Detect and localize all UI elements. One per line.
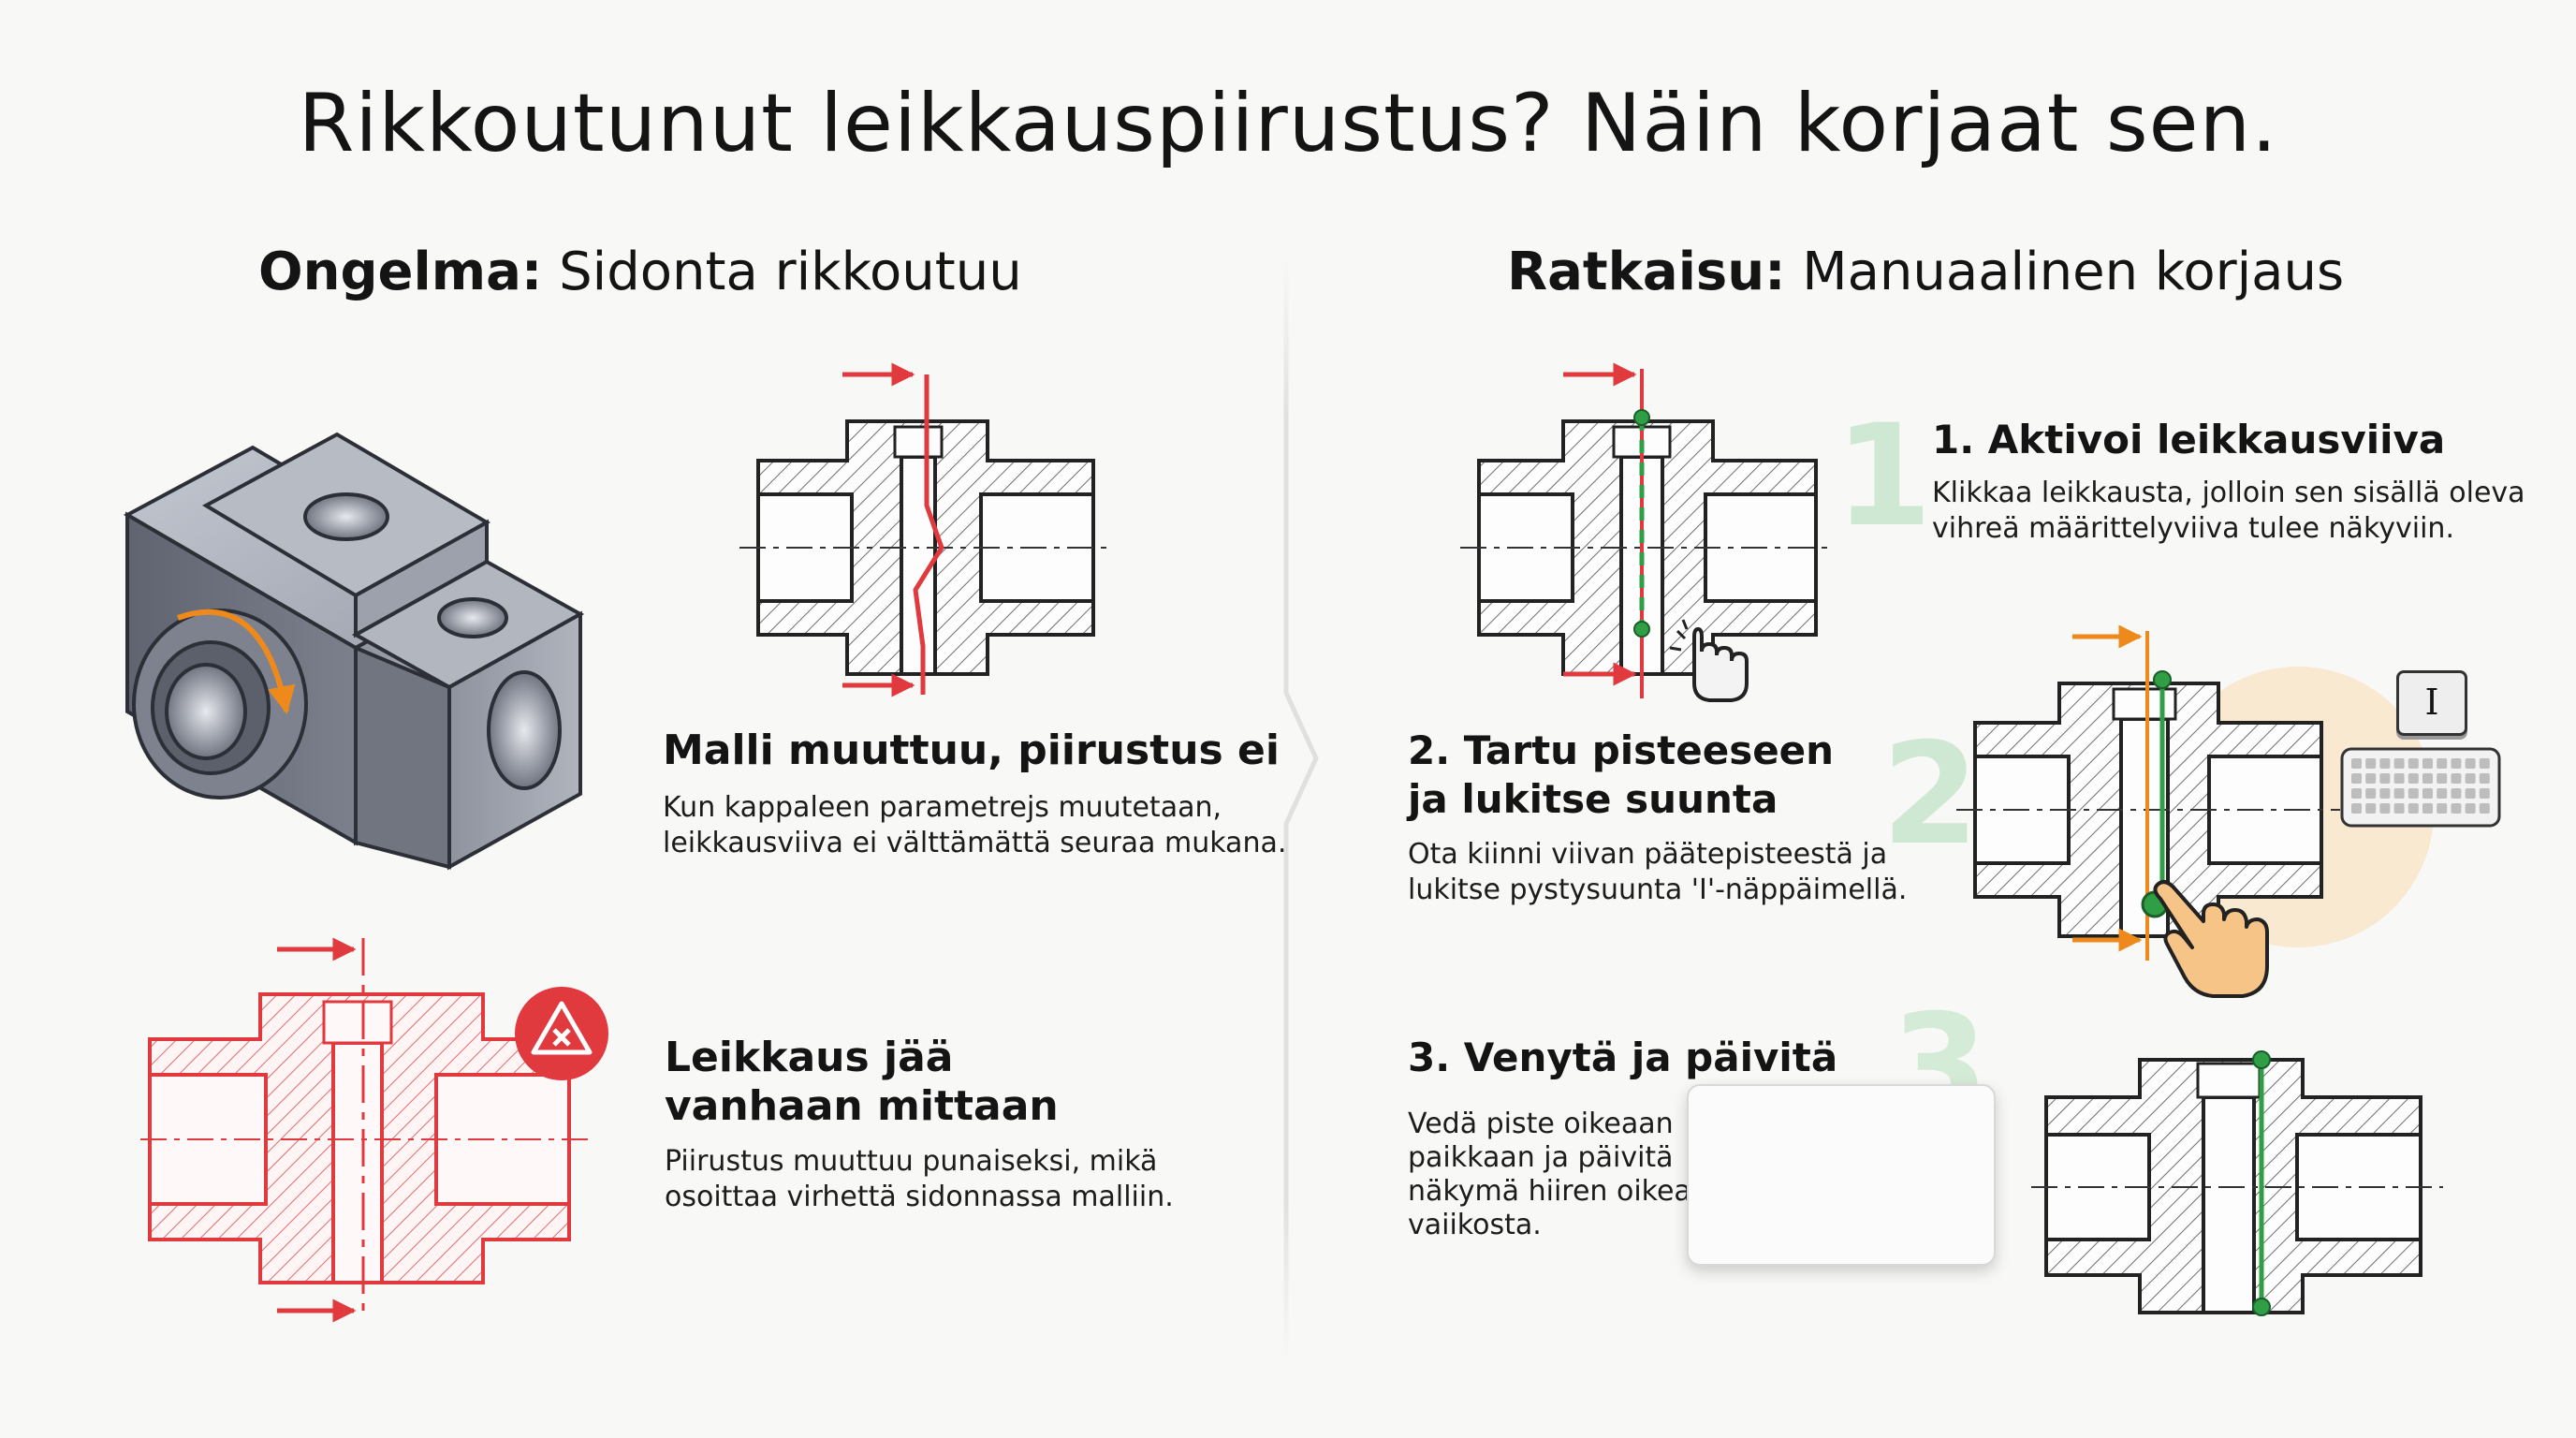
keyboard-key <box>2393 773 2405 784</box>
keyboard-key <box>2379 788 2391 799</box>
keyboard-key <box>2465 803 2476 814</box>
keyboard-key <box>2437 773 2448 784</box>
warning-icon <box>515 987 608 1080</box>
step3-title: 3. Venytä ja päivitä <box>1408 1034 1838 1080</box>
keyboard-key <box>2451 773 2462 784</box>
section-divider <box>1283 253 1319 1367</box>
problem-item2-text-2: osoittaa virhettä sidonnassa malliin. <box>665 1181 1174 1213</box>
keyboard-key <box>2351 773 2362 784</box>
problem-item2-title-1: Leikkaus jää <box>665 1034 954 1081</box>
keyboard-key <box>2408 803 2419 814</box>
keyboard-key <box>2479 758 2490 769</box>
keyboard-key <box>2479 788 2490 799</box>
keyboard-key <box>2365 758 2377 769</box>
solution-heading-bold: Ratkaisu: <box>1507 242 1786 302</box>
keyboard-key <box>2437 758 2448 769</box>
keyboard-key <box>2408 758 2419 769</box>
keyboard-key <box>2422 803 2433 814</box>
problem-heading: Ongelma: Sidonta rikkoutuu <box>258 242 1022 302</box>
step2-title-2: ja lukitse suunta <box>1408 776 1778 822</box>
keyboard-key <box>2422 773 2433 784</box>
step2-text-1: Ota kiinni viivan päätepisteestä ja <box>1408 838 1888 871</box>
keyboard-key <box>2351 803 2362 814</box>
key-i-button: I <box>2396 670 2467 736</box>
keyboard-key <box>2393 803 2405 814</box>
step2-number: 2 <box>1881 713 1980 876</box>
keyboard-key <box>2479 773 2490 784</box>
keyboard-key <box>2451 788 2462 799</box>
step1-number: 1 <box>1835 395 1933 558</box>
step2-title-1: 2. Tartu pisteeseen <box>1408 727 1835 773</box>
step2-text-2: lukitse pystysuunta 'I'-näppäimellä. <box>1408 873 1908 906</box>
step1-text-2: vihreä määrittelyviiva tulee näkyviin. <box>1932 512 2454 545</box>
step2-drawing <box>1956 624 2340 961</box>
step1-title: 1. Aktivoi leikkausviiva <box>1932 417 2446 462</box>
keyboard-key <box>2379 758 2391 769</box>
keyboard-key <box>2451 758 2462 769</box>
step1-text-1: Klikkaa leikkausta, jolloin sen sisällä … <box>1932 477 2525 509</box>
isometric-part-illustration <box>123 432 585 871</box>
keyboard-key <box>2351 758 2362 769</box>
keyboard-key <box>2437 788 2448 799</box>
keyboard-key <box>2422 758 2433 769</box>
keyboard-key <box>2437 803 2448 814</box>
problem-item2-text-1: Piirustus muuttuu punaiseksi, mikä <box>665 1145 1158 1178</box>
solution-heading-rest: Manuaalinen korjaus <box>1785 242 2345 302</box>
keyboard-key <box>2479 803 2490 814</box>
keyboard-key <box>2393 758 2405 769</box>
keyboard-key <box>2465 773 2476 784</box>
keyboard-icon <box>2340 747 2501 828</box>
step3-text-2: paikkaan ja päivitä <box>1408 1141 1674 1174</box>
page-title: Rikkoutunut leikkauspiirustus? Näin korj… <box>298 77 2278 170</box>
keyboard-key <box>2465 788 2476 799</box>
keyboard-key <box>2365 773 2377 784</box>
problem-item2-title-2: vanhaan mittaan <box>665 1082 1059 1130</box>
section-drawing-outdated <box>140 937 590 1323</box>
mouse-cursor-icon <box>1669 619 1749 702</box>
section-drawing-broken-line <box>739 362 1114 697</box>
problem-heading-bold: Ongelma: <box>258 242 543 302</box>
step3-text-3: näkymä hiiren oikea <box>1408 1175 1691 1208</box>
problem-item1-title: Malli muuttuu, piirustus ei <box>663 726 1280 774</box>
keyboard-key <box>2393 788 2405 799</box>
step1-drawing <box>1460 362 1835 698</box>
problem-item1-text-2: leikkausviiva ei välttämättä seuraa muka… <box>663 827 1287 859</box>
step3-text-1: Vedä piste oikeaan <box>1408 1108 1674 1140</box>
keyboard-key <box>2379 803 2391 814</box>
keyboard-key <box>2422 788 2433 799</box>
keyboard-key <box>2451 803 2462 814</box>
solution-heading: Ratkaisu: Manuaalinen korjaus <box>1507 242 2344 302</box>
problem-heading-rest: Sidonta rikkoutuu <box>542 242 1022 302</box>
keyboard-key <box>2351 788 2362 799</box>
keyboard-key <box>2408 773 2419 784</box>
keyboard-key <box>2379 773 2391 784</box>
keyboard-key <box>2365 788 2377 799</box>
keyboard-key <box>2408 788 2419 799</box>
context-menu-popup[interactable] <box>1687 1084 1996 1266</box>
step3-drawing <box>2031 1050 2443 1316</box>
keyboard-key <box>2465 758 2476 769</box>
problem-item1-text-1: Kun kappaleen parametrejs muutetaan, <box>663 791 1222 824</box>
keyboard-key <box>2365 803 2377 814</box>
pointing-hand-icon <box>2153 880 2269 998</box>
step3-text-4: vaiikosta. <box>1408 1209 1542 1241</box>
